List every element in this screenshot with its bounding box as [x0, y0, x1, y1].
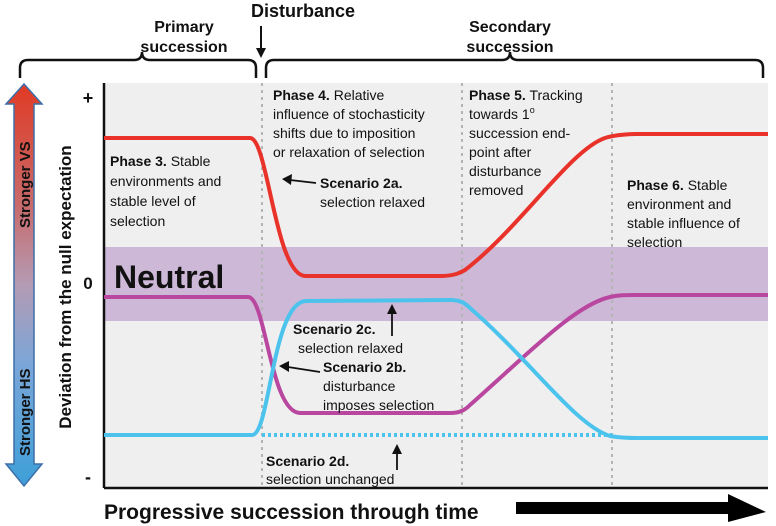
s2a-arrow-head	[282, 174, 292, 185]
y-tick-minus: -	[85, 467, 91, 487]
phase4-line3: shifts due to imposition	[273, 125, 415, 141]
phase4-line4: or relaxation of selection	[273, 144, 425, 160]
curve-scenario-2a	[104, 132, 768, 278]
phase6-text: Phase 6. Stable environment and stable i…	[627, 177, 744, 250]
s2c-title: Scenario 2c.	[293, 321, 376, 337]
y-tick-zero: 0	[83, 274, 92, 293]
primary-brace	[18, 51, 258, 78]
phase6-title: Phase 6.	[627, 177, 684, 193]
phase5-line3: succession end-	[469, 125, 571, 141]
phase5-line6: removed	[469, 182, 523, 198]
secondary-brace	[264, 51, 765, 78]
phase5-sup: o	[530, 105, 535, 115]
s2a-title: Scenario 2a.	[320, 175, 403, 191]
neutral-label: Neutral	[114, 259, 224, 295]
s2d-arrow-head	[392, 444, 402, 454]
phase3-line4: selection	[110, 213, 165, 229]
phase6-line1: Stable	[688, 177, 728, 193]
s2a-arrow-shaft	[289, 179, 317, 184]
s2b-title: Scenario 2b.	[323, 359, 406, 375]
phase6-line4: selection	[627, 234, 682, 250]
s2b-text: Scenario 2b. disturbance imposes selecti…	[323, 359, 434, 413]
phase3-text: Phase 3. Stable environments and stable …	[110, 153, 225, 229]
phase3-line1: Stable	[171, 153, 211, 169]
time-arrow	[516, 494, 766, 522]
s2d-title: Scenario 2d.	[266, 453, 349, 469]
phase5-text: Phase 5. Tracking towards 1o succession …	[469, 87, 587, 198]
y-axis-label: Deviation from the null expectation	[56, 145, 75, 428]
secondary-label: Secondary	[469, 19, 551, 36]
secondary-label-2: succession	[466, 39, 553, 56]
s2c-text: Scenario 2c. selection relaxed	[293, 321, 403, 356]
s2b-desc2: imposes selection	[323, 397, 434, 413]
phase5-line2: towards 1	[469, 106, 530, 122]
s2b-arrow-head	[279, 361, 289, 372]
s2c-arrow-head	[387, 304, 397, 314]
phase5-line5: disturbance	[469, 163, 542, 179]
phase3-line3: stable level of	[110, 193, 196, 209]
neutral-band	[104, 247, 768, 321]
phase6-line3: stable influence of	[627, 215, 740, 231]
phase3-title: Phase 3.	[110, 153, 167, 169]
phase4-line1: Relative	[334, 87, 385, 103]
s2d-text: Scenario 2d. selection unchanged	[266, 453, 394, 487]
primary-label-2: succession	[140, 39, 227, 56]
primary-label: Primary	[154, 19, 214, 36]
s2c-desc: selection relaxed	[298, 340, 403, 356]
curve-scenario-2b	[104, 293, 768, 415]
stronger-hs-label: Stronger HS	[17, 368, 34, 456]
phase4-line2: influence of stochasticity	[273, 106, 425, 122]
stronger-vs-label: Stronger VS	[17, 141, 34, 228]
s2b-desc1: disturbance	[323, 378, 396, 394]
s2a-desc: selection relaxed	[320, 194, 425, 210]
x-axis-label: Progressive succession through time	[104, 501, 479, 524]
phase4-title: Phase 4.	[273, 87, 330, 103]
curve-scenario-2c	[104, 297, 768, 440]
y-tick-plus: +	[83, 88, 94, 108]
phase3-line2: environments and	[110, 173, 221, 189]
disturbance-label: Disturbance	[251, 1, 355, 21]
phase5-line1: Tracking	[529, 87, 582, 103]
s2a-text: Scenario 2a. selection relaxed	[320, 175, 425, 210]
phase5-title: Phase 5.	[469, 87, 526, 103]
phase5-line4: point after	[469, 144, 532, 160]
disturbance-arrow-head	[256, 48, 266, 58]
s2d-desc: selection unchanged	[266, 471, 394, 487]
phase6-line2: environment and	[627, 196, 731, 212]
selection-strength-arrow	[4, 82, 44, 488]
phase4-text: Phase 4. Relative influence of stochasti…	[273, 87, 429, 160]
s2b-arrow-shaft	[287, 366, 321, 373]
